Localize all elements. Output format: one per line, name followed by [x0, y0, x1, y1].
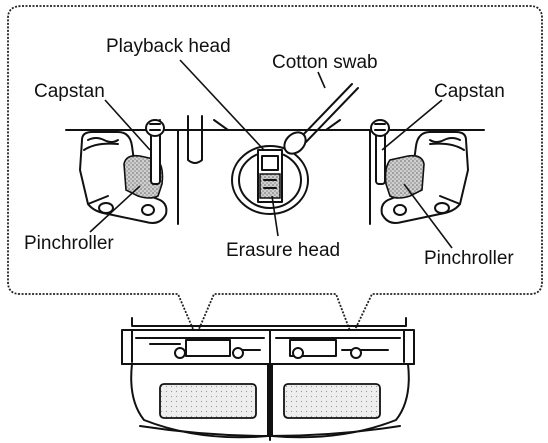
right-pinchroller-assembly: [371, 120, 468, 223]
label-pinchroller-right: Pinchroller: [424, 248, 514, 269]
cassette-deck: [122, 318, 414, 440]
erasure-head: [260, 174, 280, 198]
label-capstan-left: Capstan: [34, 81, 105, 102]
label-pinchroller-left: Pinchroller: [24, 233, 114, 254]
label-erasure-head: Erasure head: [226, 240, 340, 261]
label-cotton-swab: Cotton swab: [272, 52, 378, 73]
head-assembly: [232, 146, 308, 214]
left-pinchroller-assembly: [80, 120, 166, 223]
label-capstan-right: Capstan: [434, 81, 505, 102]
left-roller-screw: [99, 203, 113, 213]
label-playback-head: Playback head: [106, 36, 231, 57]
right-pinchroller: [386, 156, 425, 198]
right-capstan: [376, 130, 385, 184]
left-capstan: [151, 130, 160, 184]
